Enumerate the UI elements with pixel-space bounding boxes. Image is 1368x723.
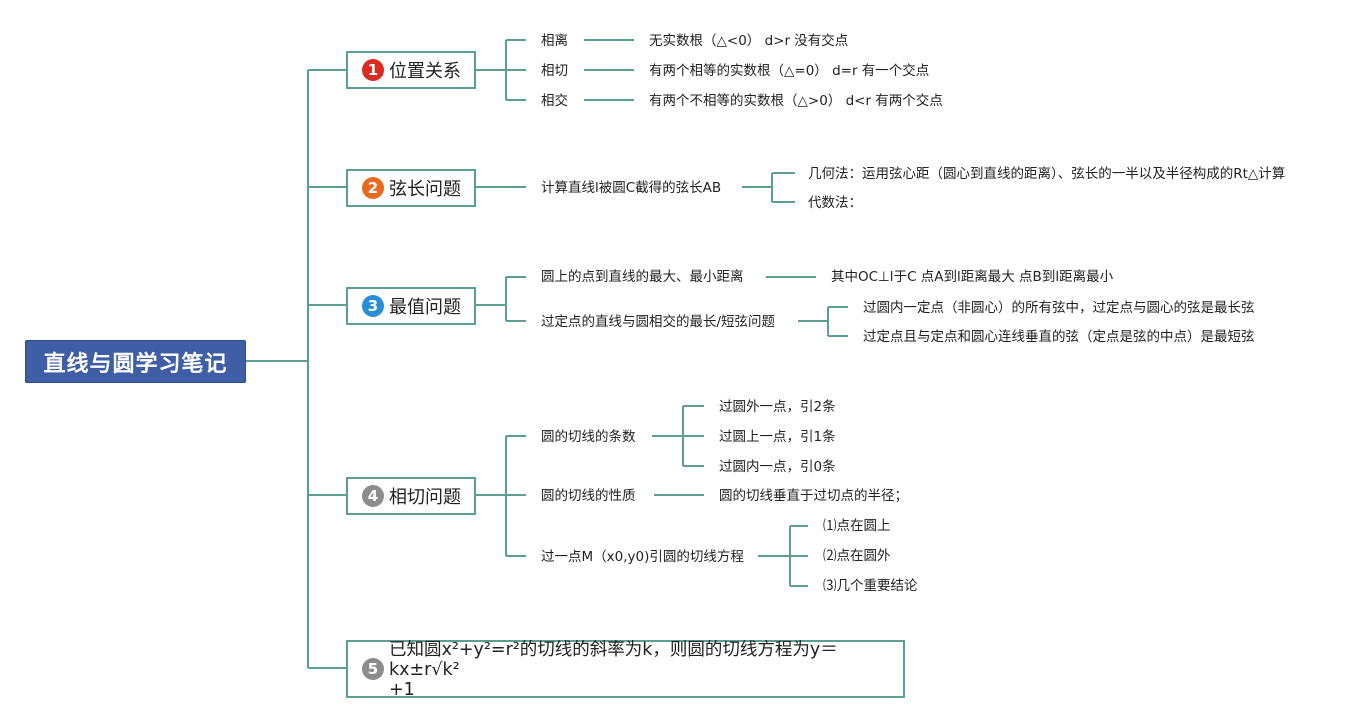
topic-3-label: 最值问题 (389, 297, 461, 318)
t3-sub2[interactable]: 过定点的直线与圆相交的最长/短弦问题 (541, 314, 776, 330)
topic-5[interactable]: 5 已知圆x²+y²=r²的切线的斜率为k，则圆的切线方程为y＝kx±r√k² … (346, 640, 905, 700)
connector-t4-sub3 (758, 525, 808, 587)
t1-row-2-desc[interactable]: 有两个相等的实数根（△=0） d=r 有一个交点 (649, 63, 930, 79)
topic-4-label: 相切问题 (389, 487, 461, 508)
t3-sub1-desc[interactable]: 其中OC⊥l于C 点A到l距离最大 点B到l距离最小 (831, 269, 1114, 285)
topic-4[interactable]: 4 相切问题 (346, 477, 476, 515)
number-1-badge-icon: 1 (362, 59, 384, 81)
central-topic[interactable]: 直线与圆学习笔记 (25, 340, 246, 383)
t3-sub2-item-2[interactable]: 过定点且与定点和圆心连线垂直的弦（定点是弦的中点）是最短弦 (863, 329, 1255, 345)
t1-row-3-desc[interactable]: 有两个不相等的实数根（△>0） d<r 有两个交点 (649, 93, 943, 109)
t3-sub1[interactable]: 圆上的点到直线的最大、最小距离 (541, 269, 744, 285)
t2-sub[interactable]: 计算直线l被圆C截得的弦长AB (541, 180, 722, 196)
connector-t4-sub1 (652, 405, 704, 467)
connector-t1-desc (584, 39, 634, 101)
topic-3[interactable]: 3 最值问题 (346, 287, 476, 325)
t4-sub2[interactable]: 圆的切线的性质 (541, 488, 636, 504)
t1-row-1-name[interactable]: 相离 (541, 33, 568, 49)
number-5-badge-icon: 5 (362, 658, 384, 680)
topic-5-label: 已知圆x²+y²=r²的切线的斜率为k，则圆的切线方程为y＝kx±r√k² +1 (389, 640, 903, 700)
central-topic-label: 直线与圆学习笔记 (43, 351, 228, 377)
number-3-badge-icon: 3 (362, 295, 384, 317)
topic-2-label: 弦长问题 (389, 179, 461, 200)
t2-method-geometric[interactable]: 几何法：运用弦心距（圆心到直线的距离）、弦长的一半以及半径构成的Rt△计算 (808, 166, 1286, 182)
t4-sub1-item-3[interactable]: 过圆内一点，引0条 (719, 459, 836, 475)
t4-sub1-item-1[interactable]: 过圆外一点，引2条 (719, 399, 836, 415)
connector-t3-sub2 (798, 306, 848, 337)
t4-sub1-item-2[interactable]: 过圆上一点，引1条 (719, 429, 836, 445)
t4-sub1[interactable]: 圆的切线的条数 (541, 429, 636, 445)
topic-5-label-line1: 已知圆x²+y²=r²的切线的斜率为k，则圆的切线方程为y＝kx±r√k² (389, 640, 838, 680)
t4-sub2-desc[interactable]: 圆的切线垂直于过切点的半径； (719, 488, 908, 504)
topic-5-label-line2: +1 (389, 680, 415, 700)
connector-t3 (476, 276, 526, 322)
connector-t2-methods (742, 172, 795, 203)
number-4-badge-icon: 4 (362, 485, 384, 507)
topic-2[interactable]: 2 弦长问题 (346, 169, 476, 207)
connector-t4 (476, 435, 526, 557)
topic-1[interactable]: 1 位置关系 (346, 51, 476, 89)
t4-sub3-item-2[interactable]: ⑵点在圆外 (823, 548, 891, 564)
topic-1-label: 位置关系 (389, 61, 461, 82)
number-2-badge-icon: 2 (362, 177, 384, 199)
t4-sub3[interactable]: 过一点M（x0,y0)引圆的切线方程 (541, 549, 744, 565)
t1-row-2-name[interactable]: 相切 (541, 63, 568, 79)
t4-sub3-item-3[interactable]: ⑶几个重要结论 (823, 578, 918, 594)
t1-row-3-name[interactable]: 相交 (541, 93, 568, 109)
t4-sub3-item-1[interactable]: ⑴点在圆上 (823, 518, 891, 534)
t1-row-1-desc[interactable]: 无实数根（△<0） d>r 没有交点 (649, 33, 849, 49)
t3-sub2-item-1[interactable]: 过圆内一定点（非圆心）的所有弦中，过定点与圆心的弦是最长弦 (863, 300, 1255, 316)
t2-method-algebraic[interactable]: 代数法： (808, 195, 862, 211)
connector-t1 (476, 39, 526, 101)
